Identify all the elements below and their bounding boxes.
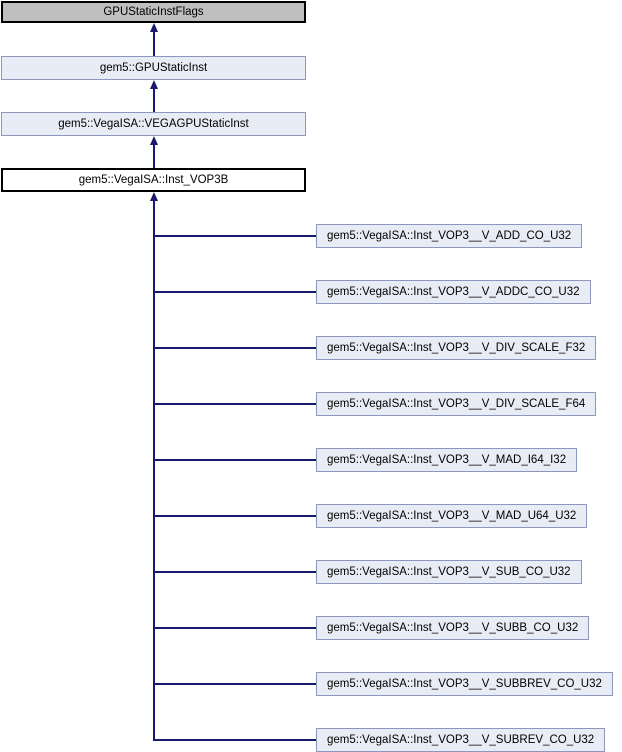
derived-edge-branch (153, 515, 316, 517)
inheritance-arrowhead (149, 80, 158, 89)
inheritance-edge-line (153, 143, 155, 168)
derived-edge-branch (153, 403, 316, 405)
class-node-inst-vop3-v-mad-i64-i32[interactable]: gem5::VegaISA::Inst_VOP3__V_MAD_I64_I32 (316, 448, 578, 472)
class-node-inst-vop3-v-div-scale-f32[interactable]: gem5::VegaISA::Inst_VOP3__V_DIV_SCALE_F3… (316, 336, 597, 360)
class-node-inst-vop3-v-div-scale-f64[interactable]: gem5::VegaISA::Inst_VOP3__V_DIV_SCALE_F6… (316, 392, 597, 416)
inheritance-arrowhead (149, 192, 158, 201)
class-node-inst-vop3-v-addc-co-u32[interactable]: gem5::VegaISA::Inst_VOP3__V_ADDC_CO_U32 (316, 280, 591, 304)
derived-edge-branch (153, 291, 316, 293)
class-node-inst-vop3-v-subrev-co-u32[interactable]: gem5::VegaISA::Inst_VOP3__V_SUBREV_CO_U3… (316, 728, 606, 752)
inheritance-arrowhead (149, 136, 158, 145)
inheritance-edge-line (153, 87, 155, 112)
class-node-gpustaticinstflags: GPUStaticInstFlags (1, 1, 306, 23)
derived-edge-branch (153, 571, 316, 573)
derived-edge-branch (153, 347, 316, 349)
inheritance-edge-line (153, 30, 155, 56)
class-node-inst-vop3-v-mad-u64-u32[interactable]: gem5::VegaISA::Inst_VOP3__V_MAD_U64_U32 (316, 504, 588, 528)
class-node-inst-vop3b: gem5::VegaISA::Inst_VOP3B (1, 168, 306, 192)
derived-edge-branch (153, 459, 316, 461)
derived-edge-branch (153, 627, 316, 629)
derived-edge-branch (153, 683, 316, 685)
derived-edge-branch (153, 235, 316, 237)
derived-edge-trunk (153, 199, 155, 741)
derived-edge-branch (153, 739, 316, 741)
class-node-vega-gpustaticinst[interactable]: gem5::VegaISA::VEGAGPUStaticInst (1, 112, 306, 136)
class-node-inst-vop3-v-add-co-u32[interactable]: gem5::VegaISA::Inst_VOP3__V_ADD_CO_U32 (316, 224, 583, 248)
inheritance-arrowhead (149, 23, 158, 32)
class-node-inst-vop3-v-sub-co-u32[interactable]: gem5::VegaISA::Inst_VOP3__V_SUB_CO_U32 (316, 560, 582, 584)
class-node-gem5-gpustaticinst[interactable]: gem5::GPUStaticInst (1, 56, 306, 80)
class-node-inst-vop3-v-subbrev-co-u32[interactable]: gem5::VegaISA::Inst_VOP3__V_SUBBREV_CO_U… (316, 672, 613, 696)
class-node-inst-vop3-v-subb-co-u32[interactable]: gem5::VegaISA::Inst_VOP3__V_SUBB_CO_U32 (316, 616, 590, 640)
